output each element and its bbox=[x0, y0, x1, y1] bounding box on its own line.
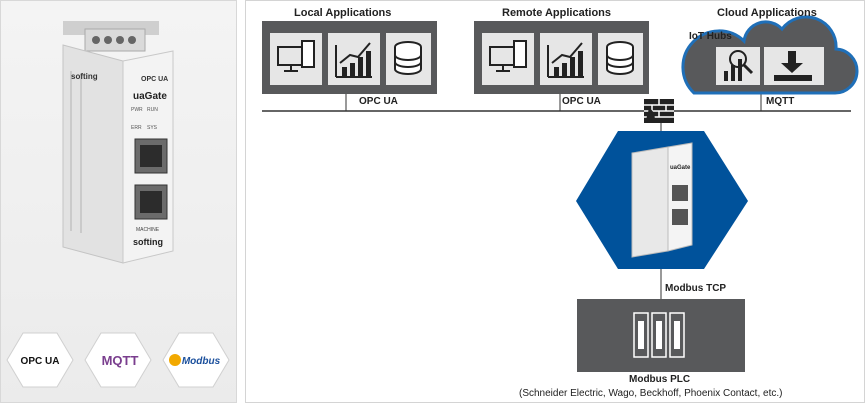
uagate-device-image: uaGate softing OPC UA PWR RUN ERR SYS MA… bbox=[62, 21, 174, 264]
local-applications-title: Local Applications bbox=[294, 7, 392, 19]
local-opc-ua-label: OPC UA bbox=[359, 96, 398, 107]
plc-title: Modbus PLC bbox=[629, 374, 691, 385]
cloud-mqtt-label: MQTT bbox=[766, 96, 795, 107]
modbus-logo-icon: Modbus bbox=[182, 356, 221, 367]
download-icon bbox=[774, 51, 812, 81]
device-model-label: uaGate bbox=[133, 91, 167, 102]
plc-rack-icon bbox=[633, 312, 685, 358]
led-pwr: PWR bbox=[131, 107, 143, 113]
led-sys: SYS bbox=[147, 125, 158, 131]
database-icon bbox=[606, 41, 634, 75]
uagate-hexagon: uaGate bbox=[576, 131, 748, 269]
port-machine-label: MACHINE bbox=[136, 227, 160, 233]
protocol-mqtt: MQTT bbox=[84, 332, 152, 388]
firewall-icon bbox=[644, 99, 674, 123]
hex-device-model: uaGate bbox=[670, 165, 691, 171]
monitor-icon bbox=[277, 40, 315, 72]
led-err: ERR bbox=[131, 125, 142, 131]
monitor-icon bbox=[489, 40, 527, 72]
plc-vendors: (Schneider Electric, Wago, Beckhoff, Pho… bbox=[519, 388, 783, 399]
device-brand-top: softing bbox=[71, 72, 98, 81]
remote-applications-box bbox=[474, 21, 649, 94]
protocol-opc-ua: OPC UA bbox=[6, 332, 74, 388]
product-panel: uaGate softing OPC UA PWR RUN ERR SYS MA… bbox=[0, 0, 237, 403]
local-applications-box bbox=[262, 21, 437, 94]
modbus-tcp-label: Modbus TCP bbox=[665, 283, 727, 294]
chart-icon bbox=[335, 42, 372, 78]
chart-icon bbox=[547, 42, 584, 78]
cloud-applications-box bbox=[681, 15, 859, 95]
device-badge-label: OPC UA bbox=[141, 76, 168, 83]
database-icon bbox=[394, 41, 422, 75]
opc-ua-logo-icon: OPC UA bbox=[21, 356, 60, 367]
remote-opc-ua-label: OPC UA bbox=[562, 96, 601, 107]
modbus-plc-box bbox=[577, 299, 745, 372]
device-brand-bottom: softing bbox=[133, 237, 163, 247]
cloud-applications-title: Cloud Applications bbox=[717, 7, 817, 19]
led-run: RUN bbox=[147, 107, 158, 113]
protocol-modbus: Modbus bbox=[162, 332, 230, 388]
mqtt-logo-icon: MQTT bbox=[102, 353, 139, 368]
analytics-magnifier-icon bbox=[724, 50, 754, 81]
remote-applications-title: Remote Applications bbox=[502, 7, 611, 19]
iot-hubs-label: IoT Hubs bbox=[689, 31, 732, 42]
architecture-diagram: uaGate Local Applications Remote Applica… bbox=[245, 0, 865, 403]
